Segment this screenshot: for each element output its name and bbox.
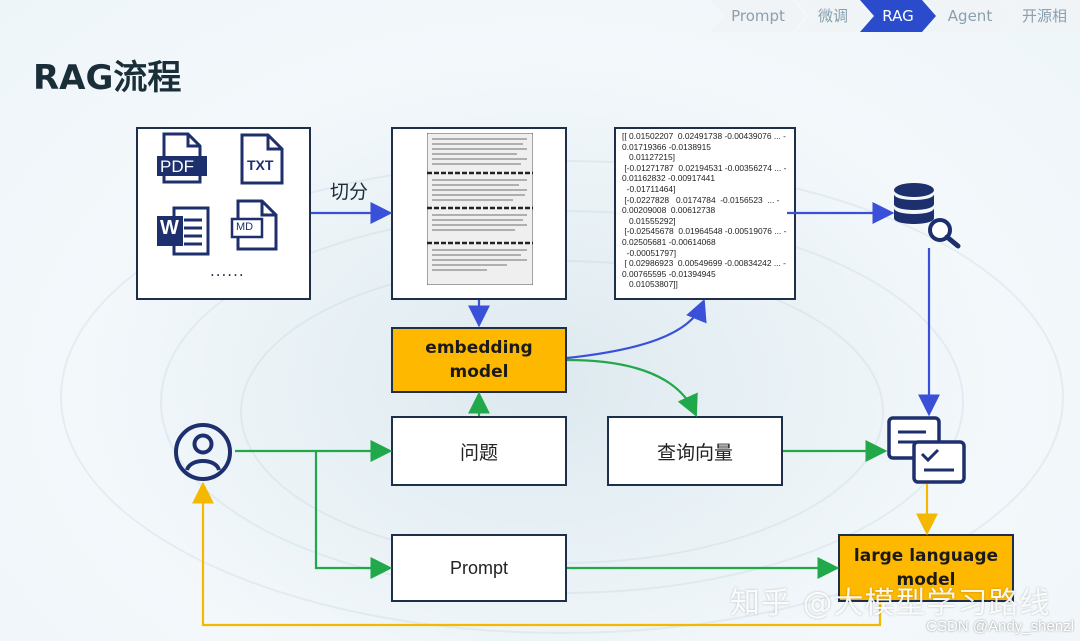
- query-vector-box: 查询向量: [607, 416, 783, 486]
- md-file-icon: [230, 199, 278, 251]
- arrow-user-to-prompt: [314, 451, 393, 579]
- user-icon: [174, 423, 232, 481]
- arrow-embedding-to-vectors: [566, 298, 707, 360]
- pdf-file-label: PDF: [160, 157, 194, 176]
- breadcrumb-item-opensource[interactable]: 开源相: [1004, 0, 1080, 32]
- embedding-vectors-box: [614, 127, 796, 300]
- arrow-embedding-to-query-vector: [566, 358, 698, 418]
- md-file-label: MD: [236, 221, 254, 233]
- breadcrumb: Prompt 微调 RAG Agent 开源相: [710, 0, 1080, 32]
- chunked-document-thumbnail: [427, 133, 533, 285]
- word-file-label: W: [160, 217, 179, 239]
- embedding-vectors-text: [[ 0.01502207 0.02491738 -0.00439076 ...…: [622, 131, 787, 290]
- embedding-model-box: embedding model: [391, 327, 567, 393]
- more-documents-ellipsis: ......: [210, 262, 245, 280]
- llm-line1: large language: [853, 546, 999, 566]
- breadcrumb-item-prompt[interactable]: Prompt: [710, 0, 806, 32]
- question-box: 问题: [391, 416, 567, 486]
- page-title: RAG流程: [33, 58, 182, 98]
- large-language-model-box: large language model: [838, 534, 1014, 602]
- embedding-model-line2: model: [449, 362, 509, 382]
- llm-line2: model: [896, 570, 956, 590]
- arrow-llm-to-user: [192, 481, 882, 627]
- txt-file-icon: [240, 133, 284, 185]
- vector-database-search-icon: [894, 183, 961, 249]
- txt-file-label: TXT: [247, 157, 274, 173]
- retrieved-documents-icon: [887, 416, 966, 484]
- watermark-text: 知乎 @大模型学习路线: [730, 586, 1051, 621]
- embedding-model-line1: embedding: [425, 338, 533, 358]
- word-file-icon: [157, 206, 210, 256]
- pdf-file-icon: [157, 132, 207, 184]
- breadcrumb-item-finetune[interactable]: 微调: [796, 0, 870, 32]
- credit-text: CSDN @Andy_shenzl: [926, 618, 1074, 635]
- prompt-box: Prompt: [391, 534, 567, 602]
- breadcrumb-item-agent[interactable]: Agent: [926, 0, 1014, 32]
- split-edge-label: 切分: [330, 181, 369, 203]
